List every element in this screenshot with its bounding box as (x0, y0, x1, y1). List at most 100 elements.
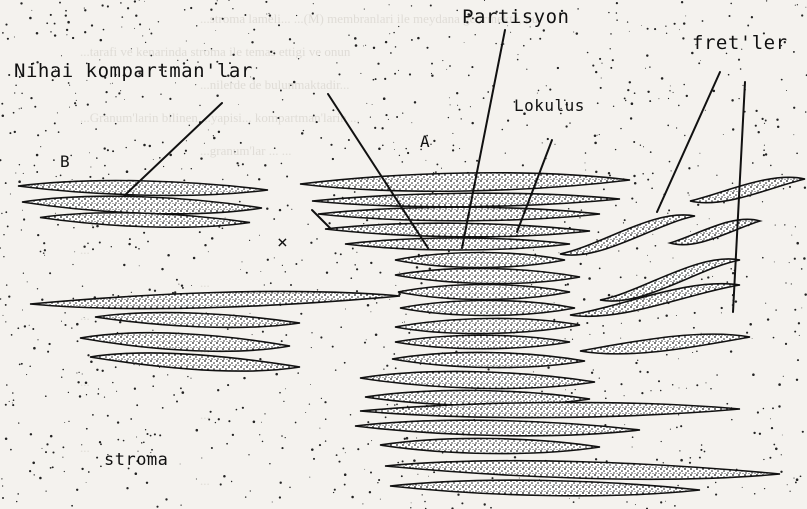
stroma-dot (333, 194, 335, 196)
stroma-dot (410, 507, 411, 508)
stroma-dot (357, 448, 359, 450)
stroma-dot (145, 42, 146, 43)
stroma-dot (573, 32, 574, 33)
stroma-dot (256, 67, 257, 68)
stroma-dot (7, 38, 9, 40)
stroma-dot (5, 211, 7, 213)
stroma-dot (629, 81, 631, 83)
stroma-dot (624, 219, 626, 221)
stroma-dot (344, 362, 346, 364)
stroma-dot (95, 321, 97, 323)
stroma-dot (655, 245, 657, 247)
stroma-dot (332, 109, 334, 111)
stroma-dot (282, 99, 283, 100)
stroma-dot (309, 403, 310, 404)
stroma-dot (247, 174, 248, 175)
stroma-dot (623, 222, 624, 223)
stroma-dot (29, 366, 31, 368)
stroma-dot (61, 55, 62, 56)
stroma-dot (250, 313, 251, 314)
stroma-dot (517, 59, 519, 61)
stroma-dot (181, 284, 183, 286)
stroma-dot (311, 448, 314, 451)
stroma-dot (16, 501, 17, 502)
stroma-dot (354, 37, 357, 40)
stroma-dot (259, 358, 261, 360)
stroma-dot (483, 97, 485, 99)
stroma-dot (32, 462, 35, 465)
thylakoid-band (560, 215, 695, 255)
stroma-dot (58, 131, 60, 133)
stroma-dot (29, 17, 32, 20)
stroma-dot (416, 437, 417, 438)
stroma-dot (118, 92, 120, 94)
stroma-dot (19, 108, 20, 109)
stroma-dot (778, 383, 781, 386)
stroma-dot (383, 97, 386, 100)
stroma-dot (765, 120, 767, 122)
stroma-dot (146, 482, 148, 484)
stroma-dot (100, 465, 102, 467)
stroma-dot (370, 117, 371, 118)
stroma-dot (382, 144, 384, 146)
stroma-dot (647, 179, 649, 181)
stroma-dot (37, 288, 38, 289)
stroma-dot (682, 37, 684, 39)
stroma-dot (43, 252, 45, 254)
stroma-dot (84, 9, 86, 11)
stroma-dot (278, 24, 280, 26)
stroma-dot (379, 272, 381, 274)
stroma-dot (211, 447, 213, 449)
stroma-dot (801, 14, 803, 16)
stroma-dot (103, 29, 105, 31)
stroma-dot (670, 85, 671, 86)
stroma-dot (123, 440, 125, 442)
stroma-dot (279, 209, 281, 211)
stroma-dot (92, 414, 94, 416)
stroma-dot (608, 172, 610, 174)
stroma-dot (389, 4, 390, 5)
stroma-dot (6, 384, 8, 386)
stroma-dot (399, 272, 400, 273)
stroma-dot (765, 153, 767, 155)
stroma-dot (215, 422, 216, 423)
stroma-dot (20, 2, 22, 4)
stroma-dot (373, 79, 375, 81)
stroma-dot (297, 372, 299, 374)
stroma-dot (50, 435, 53, 438)
stroma-dot (72, 298, 74, 300)
stroma-dot (371, 440, 372, 441)
stroma-dot (21, 93, 22, 94)
stroma-dot (253, 421, 256, 424)
stroma-dot (266, 207, 268, 209)
stroma-dot (273, 52, 275, 54)
stroma-dot (298, 58, 299, 59)
stroma-dot (34, 106, 36, 108)
stroma-dot (210, 9, 212, 11)
stroma-dot (690, 231, 691, 232)
stroma-dot (636, 275, 637, 276)
stroma-dot (75, 105, 77, 107)
stroma-dot (136, 436, 137, 437)
stroma-dot (195, 84, 196, 85)
stroma-dot (757, 411, 759, 413)
stroma-dot (780, 471, 782, 473)
stroma-dot (441, 168, 442, 169)
stroma-dot (14, 131, 16, 133)
stroma-dot (802, 431, 804, 433)
stroma-dot (350, 277, 352, 279)
stroma-dot (325, 440, 326, 441)
stroma-dot (96, 457, 98, 459)
stroma-dot (468, 75, 470, 77)
stroma-dot (701, 444, 703, 446)
stroma-dot (24, 325, 26, 327)
stroma-dot (167, 254, 170, 256)
stroma-dot (589, 334, 590, 335)
stroma-dot (108, 174, 109, 175)
stroma-dot (601, 78, 602, 79)
stroma-dot (335, 369, 337, 371)
stroma-dot (149, 29, 150, 30)
stroma-dot (533, 250, 534, 251)
stroma-dot (153, 375, 155, 377)
stroma-dot (665, 314, 667, 316)
